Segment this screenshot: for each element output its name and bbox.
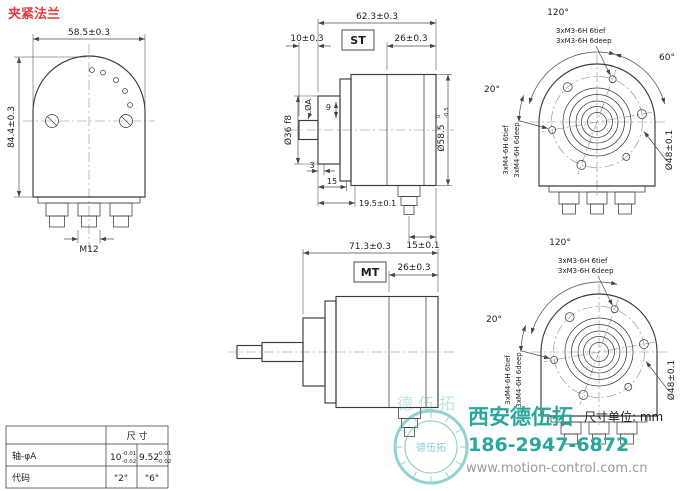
watermark: 德伍拓 德 伍 拓 西安德伍拓 186-2947-6872 www.motion… xyxy=(393,394,648,485)
screw-left xyxy=(45,114,59,128)
st-bolt-circle-dia: Ø48±0.1 xyxy=(664,130,675,170)
st-thread-note-de: 3xM3-6H 6tief xyxy=(556,27,606,35)
dim-total-length: 71.3±0.3 xyxy=(349,242,391,252)
table-shaft-option2-tol-lower: -0.02 xyxy=(157,459,171,465)
st-angle-offset: 20° xyxy=(484,85,500,95)
rear-view-st: 120° 60° 20° 3xM3-6H 6tief 3xM3-6H 6deep… xyxy=(484,8,675,214)
mt-side-thread-note-en: 3xM4-6H 6deep xyxy=(515,352,523,408)
table-shaft-option1-tol-upper: -0.01 xyxy=(122,451,136,457)
st-connector xyxy=(397,185,421,215)
st-dimensions: 62.3±0.3 10±0.3 26±0.3 Ø36 f8 ØA 9 3 15 xyxy=(283,12,452,251)
st-thread-note-en: 3xM3-6H 6deep xyxy=(556,37,612,45)
mt-side-thread-note-de: 3xM4-6H 6tief xyxy=(504,355,512,405)
dim-connector-offset: 15±0.1 xyxy=(406,241,439,251)
st-side-thread-note-de: 3xM4-6H 6tief xyxy=(502,125,510,175)
page-title: 夹紧法兰 xyxy=(8,6,60,22)
dim-width: 58.5±0.3 xyxy=(68,28,110,38)
dim-collar-dia: Ø36 f8 xyxy=(283,115,294,146)
dim-connector-thread: M12 xyxy=(79,245,98,255)
st-side-thread-note-en: 3xM4-6H 6deep xyxy=(513,122,521,178)
dim-step: 3 xyxy=(309,161,314,170)
watermark-brand: 西安德伍拓 xyxy=(468,405,573,429)
table-header: 尺 寸 xyxy=(127,430,148,442)
dim-body-dia-tol-upper: 0 xyxy=(436,114,442,118)
unit-note: 尺寸单位: mm xyxy=(584,409,663,424)
st-angle-pattern: 120° xyxy=(547,8,569,18)
table-code-row-label: 代码 xyxy=(12,473,30,484)
mt-angle-offset: 20° xyxy=(486,315,502,325)
front-view: 58.5±0.3 84.4±0.3 M12 xyxy=(7,28,155,255)
mt-angle-pattern: 120° xyxy=(549,238,571,248)
mt-body xyxy=(335,295,439,409)
mt-variant-box xyxy=(353,261,387,283)
watermark-phone: 186-2947-6872 xyxy=(468,434,629,456)
spec-table: 尺 寸 轴-φA 10 -0.01 -0.02 9.52 -0.01 -0.02… xyxy=(5,425,171,489)
table-code-option2: "6" xyxy=(145,474,159,484)
mt-variant-label: MT xyxy=(361,266,380,279)
dim-shaft-length: 10±0.3 xyxy=(290,34,323,44)
dim-rear-section: 26±0.3 xyxy=(394,34,427,44)
cable-glands xyxy=(37,196,141,228)
mt-thread-note-en: 3xM3-6H 6deep xyxy=(558,267,614,275)
dim-flat: 9 xyxy=(326,103,331,112)
front-view-dimensions: 58.5±0.3 84.4±0.3 M12 xyxy=(7,28,146,255)
watermark-stamp-logo xyxy=(393,409,469,485)
table-shaft-option2: 9.52 xyxy=(139,453,159,463)
side-view-mt: MT 71.3±0.3 26±0.3 xyxy=(228,242,454,437)
dim-rear-section: 26±0.3 xyxy=(397,263,430,273)
table-code-option1: "2" xyxy=(114,474,128,484)
watermark-website: www.motion-control.com.cn xyxy=(466,461,648,476)
front-housing-outline xyxy=(32,55,146,198)
mt-bolt-circle-dia: Ø48±0.1 xyxy=(666,360,677,400)
rear-view-st-geometry xyxy=(519,46,666,214)
watermark-stamp-text: 德伍拓 xyxy=(416,441,446,454)
table-shaft-option1-tol-lower: -0.02 xyxy=(122,459,136,465)
mounting-hole-pattern xyxy=(89,67,133,108)
st-angle-between: 60° xyxy=(659,53,675,63)
dim-total-length: 62.3±0.3 xyxy=(356,12,398,22)
dim-shaft-dia: ØA xyxy=(303,99,313,111)
dim-height: 84.4±0.3 xyxy=(7,106,17,148)
st-body xyxy=(350,73,437,187)
dim-body-dia: Ø58.5 xyxy=(436,124,447,151)
mt-thread-note-de: 3xM3-6H 6tief xyxy=(558,257,608,265)
dim-collar-depth: 15 xyxy=(327,177,337,186)
side-view-st: ST 62.3±0.3 10±0.3 26±0.3 Ø36 f8 ØA 9 xyxy=(283,12,454,251)
table-shaft-row-label: 轴-φA xyxy=(12,450,37,462)
dim-body-dia-tol-lower: -0.5 xyxy=(444,107,450,118)
dim-groove: 19.5±0.1 xyxy=(359,199,396,208)
st-variant-box xyxy=(341,29,375,51)
st-variant-label: ST xyxy=(350,34,366,47)
table-shaft-option2-tol-upper: -0.01 xyxy=(157,451,171,457)
table-shaft-option1: 10 xyxy=(110,453,122,463)
watermark-faint-text: 德 伍 拓 xyxy=(397,394,455,413)
mt-dimensions: 71.3±0.3 26±0.3 xyxy=(302,242,439,314)
screw-right xyxy=(119,114,133,128)
rear-view-mt: 120° 20° 3xM3-6H 6tief 3xM3-6H 6deep 3xM… xyxy=(486,238,677,444)
